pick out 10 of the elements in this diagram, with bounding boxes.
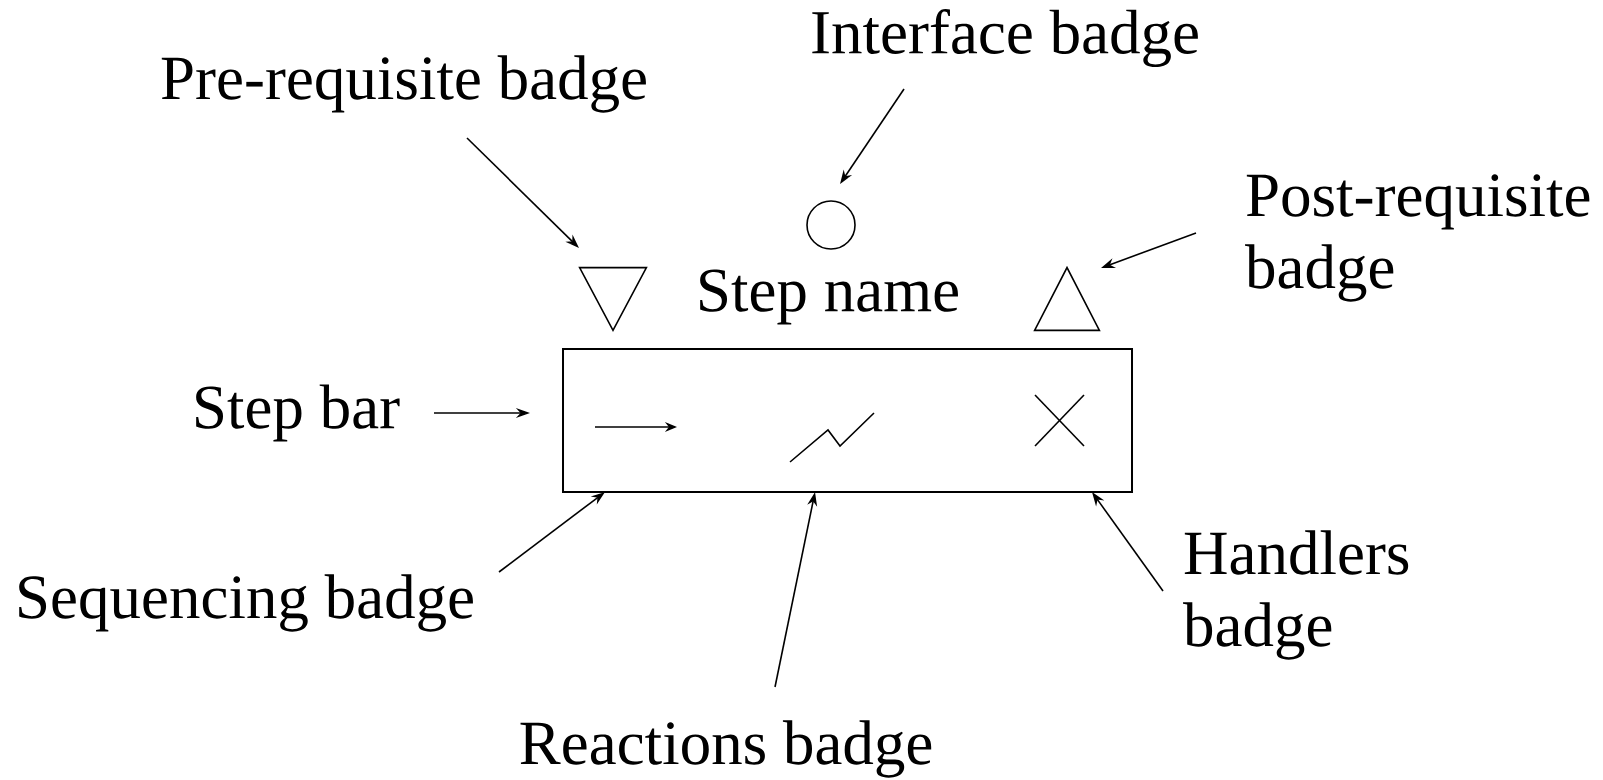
callout-text: Handlers badge xyxy=(1183,530,1409,660)
step-name-label: Step name xyxy=(700,269,958,325)
callout-text: Interface badge xyxy=(812,9,1198,67)
callout-text: Pre-requisite badge xyxy=(161,55,646,113)
callout-text: Step bar xyxy=(196,384,400,442)
callout-text: Post-requisite badge xyxy=(1245,174,1590,302)
callout-text: Sequencing badge xyxy=(19,574,473,632)
circle-badge xyxy=(806,200,856,250)
callout-text: Reactions badge xyxy=(520,720,932,778)
leader-arrow xyxy=(466,137,579,248)
